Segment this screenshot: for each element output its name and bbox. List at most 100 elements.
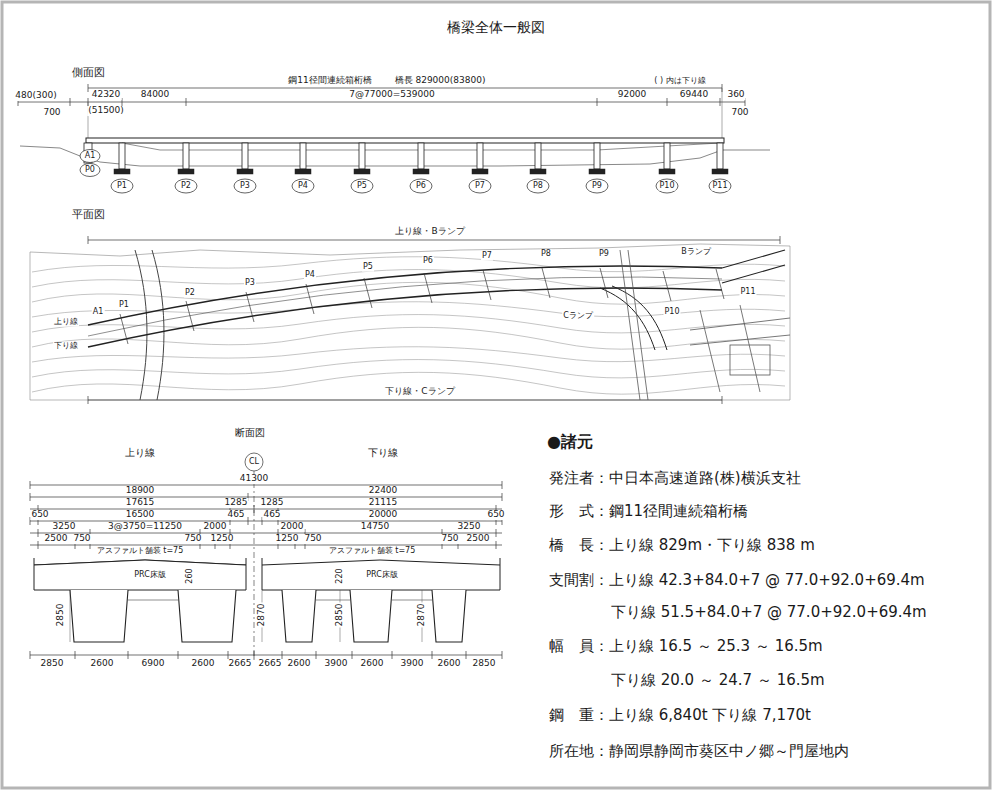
drawing-label: P6 (415, 182, 427, 191)
drawing-label: 2850 (472, 659, 497, 669)
drawing-label: P2 (184, 289, 196, 298)
drawing-label: 下り線・Cランプ (384, 387, 455, 397)
pier-footing (472, 169, 488, 174)
drawing-label: 260 (186, 567, 195, 584)
drawing-label: 69440 (679, 90, 710, 100)
pier-footing (354, 169, 370, 174)
dimension-line (18, 102, 745, 103)
drawing-label: P10 (663, 308, 680, 317)
drawing-label: 2600 (90, 659, 115, 669)
dimension-tick (780, 236, 781, 244)
dimension-tick (254, 651, 255, 659)
drawing-label: 700 (42, 108, 61, 118)
drawing-label: 42320 (91, 90, 122, 100)
drawing-label: 92000 (617, 90, 648, 100)
drawing-label: 750 (303, 534, 322, 544)
drawing-label: P11 (711, 182, 728, 191)
drawing-label: 下り線 (53, 342, 79, 351)
dimension-tick (496, 541, 497, 549)
drawing-label: 22400 (368, 486, 399, 496)
drawing-label: 2665 (258, 659, 283, 669)
pier-mark (306, 284, 314, 314)
dimension-tick (597, 98, 598, 106)
dimension-tick (178, 651, 179, 659)
dimension-tick (502, 481, 503, 489)
dimension-tick (70, 98, 71, 106)
ramp-edge (612, 286, 667, 350)
drawing-label: 1250 (210, 534, 235, 544)
dimension-tick (75, 651, 76, 659)
abutment-callout (80, 150, 100, 163)
deck-girder (86, 138, 724, 143)
spec-line: 下り線 51.5+84.0+7 @ 77.0+92.0+69.4m (610, 604, 928, 621)
pier-footing (659, 169, 675, 174)
drawing-label: 220 (336, 567, 345, 584)
drawing-label: 2850 (40, 659, 65, 669)
pier-callout (410, 179, 432, 193)
dimension-tick (466, 651, 467, 659)
pier-footing (114, 169, 130, 174)
dimension-tick (30, 493, 31, 501)
drawing-label: 1250 (275, 534, 300, 544)
spec-line: 所在地：静岡県静岡市葵区中ノ郷～門屋地内 (548, 743, 850, 760)
dimension-line (88, 88, 722, 89)
drawing-label: 3250 (52, 522, 77, 532)
drawing-label: 下り線 (367, 447, 399, 458)
drawing-label: 2600 (191, 659, 216, 669)
spec-line: 支間割：上り線 42.3+84.0+7 @ 77.0+92.0+69.4m (548, 572, 926, 589)
pier-mark (600, 268, 608, 298)
drawing-label: 480(300) (14, 91, 57, 101)
drawing-label: 16500 (125, 510, 156, 520)
drawing-label: 2000 (280, 522, 305, 532)
drawing-label: 21115 (368, 498, 399, 508)
dimension-tick (392, 651, 393, 659)
box-girder (282, 590, 316, 642)
drawing-label: P11 (739, 288, 756, 297)
drawing-label: 7@77000=539000 (348, 90, 435, 100)
dimension-tick (128, 651, 129, 659)
drawing-label: PRC床版 (365, 571, 399, 580)
pier-mark (120, 314, 128, 344)
dimension-tick (496, 529, 497, 537)
drawing-label: P0 (84, 166, 96, 175)
pier-callout (586, 179, 608, 193)
bridge-centerline (88, 277, 722, 336)
barrier (262, 558, 500, 565)
spec-line: 幅 員：上り線 16.5 ～ 25.3 ～ 16.5m (548, 638, 824, 655)
drawing-label: 6900 (141, 659, 166, 669)
pier-column (477, 143, 483, 169)
dimension-tick (722, 396, 723, 404)
drawing-label: 鋼11径間連続箱桁橋 (287, 76, 372, 86)
spec-line: 発注者：中日本高速道路(株)横浜支社 (548, 470, 802, 487)
pier-column (183, 143, 189, 169)
pier-column (717, 143, 723, 169)
pier-mark (246, 292, 254, 322)
drawing-label: 3250 (457, 522, 482, 532)
drawing-label: 2000 (203, 522, 228, 532)
dimension-tick (502, 493, 503, 501)
dimension-tick (228, 651, 229, 659)
drawing-label: 360 (726, 90, 745, 100)
ramp-edge (722, 250, 785, 268)
dimension-tick (316, 651, 317, 659)
ramp-edge (722, 265, 785, 283)
drawing-label: アスファルト舗装 t=75 (328, 547, 417, 556)
drawing-label: 18900 (125, 486, 156, 496)
drawing-label: 上り線・Bランプ (394, 227, 465, 237)
pier-callout (175, 179, 197, 193)
drawing-label: P6 (422, 257, 434, 266)
dimension-tick (30, 481, 31, 489)
drawing-label: P10 (658, 182, 675, 191)
dimension-line (30, 521, 502, 522)
pier-footing (295, 169, 311, 174)
drawing-label: 3900 (324, 659, 349, 669)
drawing-label: CL (248, 458, 260, 467)
pier-mark (716, 269, 724, 299)
cross-beam (392, 600, 432, 601)
pier-mark (186, 301, 194, 331)
drawing-label: 2500 (44, 534, 69, 544)
drawing-label: 橋長 829000(83800) (394, 76, 487, 86)
pier-column (242, 143, 248, 169)
drawing-label: 2850 (335, 603, 345, 628)
dimension-tick (88, 396, 89, 404)
